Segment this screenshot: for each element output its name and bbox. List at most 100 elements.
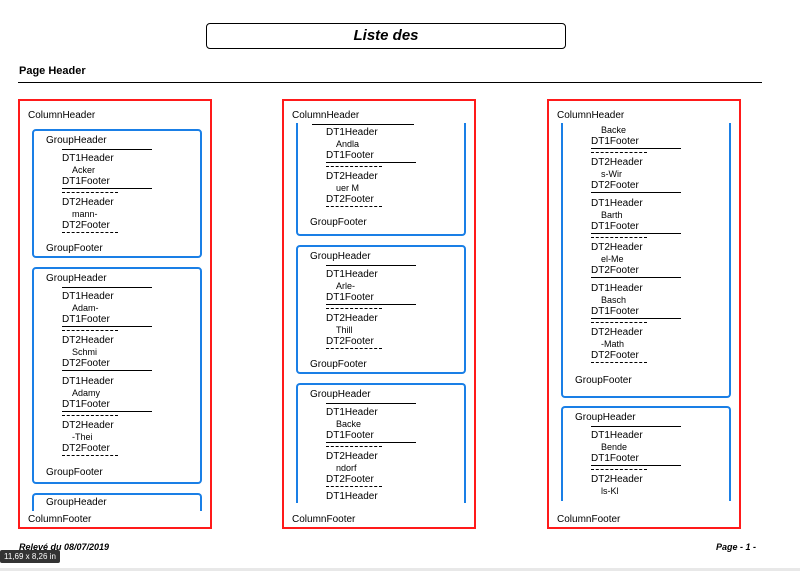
group-header: GroupHeader (46, 497, 107, 508)
group-footer: GroupFooter (575, 375, 632, 386)
dt1-header: DT1Header (62, 153, 114, 164)
dt2-header: DT2Header (591, 327, 643, 338)
dash-rule (591, 152, 647, 153)
dt2-header: DT2Header (326, 171, 378, 182)
rule (326, 442, 416, 443)
dash-rule (591, 322, 647, 323)
dt2-header: DT2Header (62, 420, 114, 431)
group-footer: GroupFooter (310, 359, 367, 370)
rule (591, 277, 681, 278)
rule (591, 426, 681, 427)
group-1: GroupHeader DT1Header Acker DT1Footer DT… (32, 129, 202, 258)
dt2-footer: DT2Footer (326, 474, 374, 485)
dt2-header: DT2Header (591, 242, 643, 253)
record-value: el-Me (601, 254, 624, 264)
dash-rule (62, 330, 118, 331)
dt1-footer: DT1Footer (62, 314, 110, 325)
dt2-header: DT2Header (591, 157, 643, 168)
column-header: ColumnHeader (292, 110, 360, 121)
dash-rule (591, 237, 647, 238)
column-header: ColumnHeader (557, 110, 625, 121)
dt1-header: DT1Header (326, 407, 378, 418)
record-value: Bende (601, 442, 628, 452)
record-value: -Math (601, 339, 625, 349)
bottom-scrollbar-track[interactable] (0, 568, 800, 571)
group-header: GroupHeader (575, 412, 636, 423)
group-2: GroupHeader DT1Header Arle- DT1Footer DT… (296, 245, 466, 374)
rule (62, 188, 152, 189)
dash-rule (326, 166, 382, 167)
record-value: Adamy (72, 388, 101, 398)
record-value: Arle- (336, 281, 356, 291)
dt1-footer: DT1Footer (591, 306, 639, 317)
rule (326, 403, 416, 404)
dt1-footer: DT1Footer (62, 176, 110, 187)
dt2-footer: DT2Footer (326, 336, 374, 347)
dt2-footer: DT2Footer (62, 358, 110, 369)
group-footer: GroupFooter (310, 217, 367, 228)
dt1-header: DT1Header (326, 127, 378, 138)
rule (591, 148, 681, 149)
dt1-footer: DT1Footer (591, 453, 639, 464)
record-value: -Thei (72, 432, 93, 442)
rule (591, 233, 681, 234)
dt1-header: DT1Header (326, 491, 378, 502)
group-2: GroupHeader DT1Header Bende DT1Footer DT… (561, 406, 731, 501)
group-3: GroupHeader (32, 493, 202, 511)
rule (62, 326, 152, 327)
record-value: Basch (601, 295, 627, 305)
record-value: s-Wir (601, 169, 622, 179)
column-footer: ColumnFooter (557, 514, 621, 525)
dt1-header: DT1Header (62, 376, 114, 387)
rule (591, 192, 681, 193)
dt1-footer: DT1Footer (326, 292, 374, 303)
page-header: Page Header (19, 65, 86, 77)
column-header: ColumnHeader (28, 110, 96, 121)
dt2-footer: DT2Footer (591, 265, 639, 276)
rule (326, 265, 416, 266)
group-3: GroupHeader DT1Header Backe DT1Footer DT… (296, 383, 466, 503)
dt1-header: DT1Header (591, 198, 643, 209)
dash-rule (62, 455, 118, 456)
rule (62, 149, 152, 150)
rule (326, 304, 416, 305)
dash-rule (326, 486, 382, 487)
dash-rule (62, 192, 118, 193)
column-footer: ColumnFooter (292, 514, 356, 525)
column-2: ColumnHeader DT1Header Andla DT1Footer D… (282, 99, 476, 529)
dash-rule (591, 469, 647, 470)
dt2-footer: DT2Footer (591, 180, 639, 191)
rule (62, 370, 152, 371)
dt1-header: DT1Header (62, 291, 114, 302)
dt1-footer: DT1Footer (62, 399, 110, 410)
page-header-rule (18, 82, 762, 83)
dash-rule (62, 232, 118, 233)
page-size-badge: 11,69 x 8,26 in (0, 550, 60, 563)
record-value: Adam- (72, 303, 99, 313)
dt1-header: DT1Header (591, 283, 643, 294)
column-1: ColumnHeader GroupHeader DT1Header Acker… (18, 99, 212, 529)
record-value: Backe (601, 125, 627, 135)
group-1: Backe DT1Footer DT2Header s-Wir DT2Foote… (561, 123, 731, 398)
record-value: Thill (336, 325, 353, 335)
column-3: ColumnHeader Backe DT1Footer DT2Header s… (547, 99, 741, 529)
record-value: ndorf (336, 463, 357, 473)
dash-rule (326, 206, 382, 207)
page-number: Page - 1 - (716, 542, 757, 552)
dash-rule (591, 362, 647, 363)
rule (326, 162, 416, 163)
dt2-header: DT2Header (62, 335, 114, 346)
dt2-footer: DT2Footer (62, 220, 110, 231)
dt1-footer: DT1Footer (591, 136, 639, 147)
record-value: Acker (72, 165, 96, 175)
dt1-header: DT1Header (591, 430, 643, 441)
dt2-footer: DT2Footer (591, 350, 639, 361)
dt1-footer: DT1Footer (591, 221, 639, 232)
dt2-header: DT2Header (591, 474, 643, 485)
group-header: GroupHeader (310, 251, 371, 262)
column-footer: ColumnFooter (28, 514, 92, 525)
report-title: Liste des (206, 23, 566, 49)
dt2-footer: DT2Footer (326, 194, 374, 205)
group-footer: GroupFooter (46, 243, 103, 254)
record-value: mann- (72, 209, 98, 219)
